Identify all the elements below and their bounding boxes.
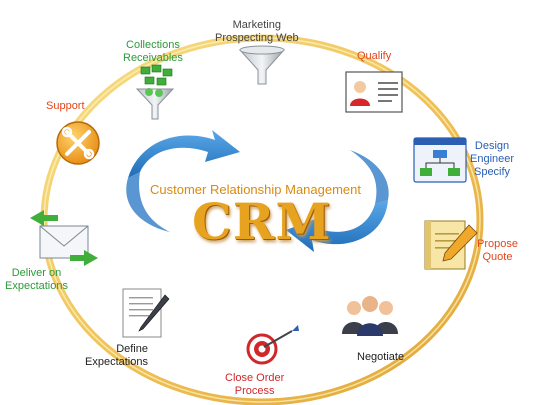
stage-label-qualify-line1: Qualify — [357, 50, 392, 62]
stage-label-deliver-line2: Expectations — [5, 280, 68, 292]
stage-label-design: Design Engineer Specify — [470, 140, 514, 179]
stage-label-design-line1: Design — [474, 140, 510, 152]
arrow-band-left — [126, 172, 170, 232]
stage-label-close-line2: Process — [234, 385, 275, 397]
stage-label-define-line2: Expectations — [85, 356, 148, 368]
stage-label-propose-line1: Propose — [477, 238, 518, 250]
stage-label-design-line2: Engineer — [470, 153, 515, 165]
stage-label-propose-line2: Quote — [482, 251, 513, 263]
stage-label-marketing-line2: Prospecting Web — [215, 32, 299, 44]
stage-label-support: Support — [46, 100, 85, 113]
stage-label-close: Close Order Process — [225, 372, 284, 398]
center-cycle-arrows — [126, 130, 389, 252]
stage-label-deliver-line1: Deliver on — [11, 267, 62, 279]
flowchart-window-icon — [413, 137, 467, 183]
crm-logo-text: CRM — [192, 192, 332, 251]
envelope-arrows-icon — [30, 210, 98, 266]
stage-label-qualify: Qualify — [357, 50, 391, 63]
profile-card-icon — [345, 71, 403, 113]
stage-label-design-line3: Specify — [473, 166, 511, 178]
stage-label-define-line1: Define — [116, 343, 148, 355]
center-caption: Customer Relationship Management — [150, 182, 361, 197]
stage-label-define: Define Expectations — [85, 343, 148, 369]
arrow-band-right — [350, 150, 389, 204]
tools-icon — [56, 121, 100, 165]
notepad-pencil-icon — [424, 220, 478, 270]
stage-label-close-line1: Close Order — [225, 372, 285, 384]
people-group-icon — [342, 296, 398, 336]
stage-label-collections-line1: Collections — [126, 39, 180, 51]
stage-label-deliver: Deliver on Expectations — [5, 267, 68, 293]
stage-label-negotiate-line1: Negotiate — [357, 351, 405, 363]
funnel-icon — [238, 45, 286, 85]
stage-label-marketing-line1: Marketing — [232, 19, 281, 31]
stage-label-propose: Propose Quote — [477, 238, 518, 264]
document-pen-icon — [122, 288, 170, 338]
stage-label-support-line1: Support — [46, 100, 85, 112]
stage-label-negotiate: Negotiate — [357, 351, 404, 364]
bottom-curved-arrow — [286, 200, 388, 252]
stage-label-collections-line2: Receivables — [123, 52, 183, 64]
target-dart-icon — [246, 325, 299, 365]
money-funnel-icon — [135, 64, 175, 120]
stage-label-collections: Collections Receivables — [123, 39, 183, 65]
top-curved-arrow — [128, 130, 240, 178]
stage-label-marketing: Marketing Prospecting Web — [215, 19, 299, 45]
